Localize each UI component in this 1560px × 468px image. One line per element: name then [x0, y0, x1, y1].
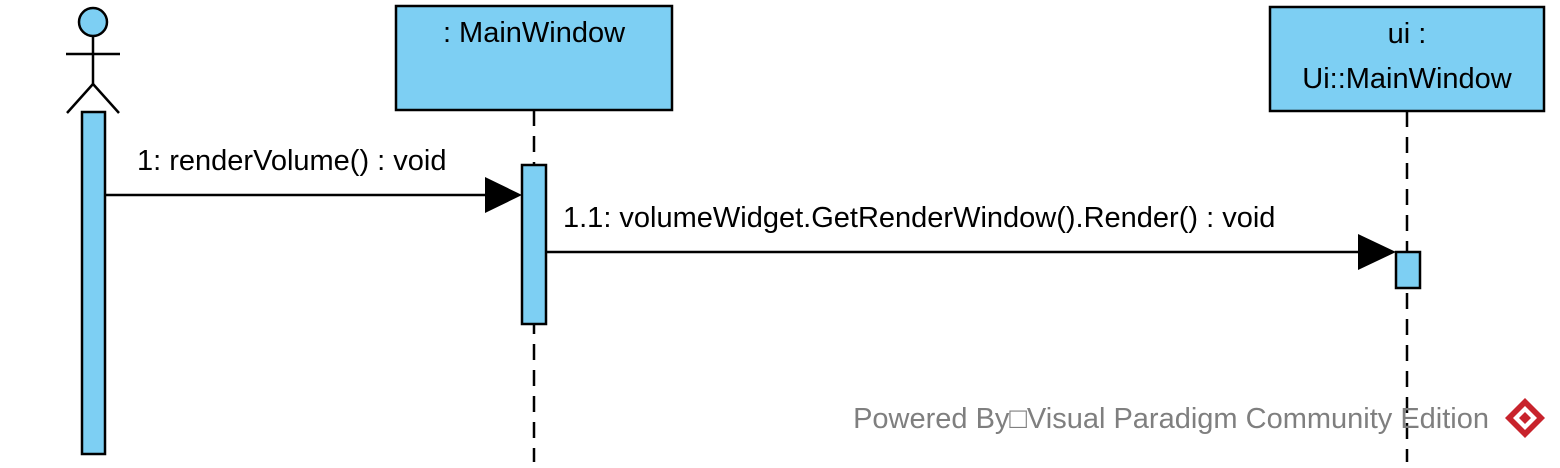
message-1-1-arrowhead	[1358, 234, 1396, 270]
message-1-label: 1: renderVolume() : void	[137, 145, 446, 177]
lifeline-main-window-label: : MainWindow	[443, 17, 626, 49]
lifeline-ui-main-window-label-line2: Ui::MainWindow	[1302, 63, 1513, 95]
activation-bar-main-window	[520, 163, 548, 326]
actor-right-leg	[92, 83, 120, 114]
lifeline-ui-main-window-label-line1: ui :	[1388, 18, 1427, 50]
message-1-1-label: 1.1: volumeWidget.GetRenderWindow().Rend…	[563, 202, 1275, 234]
activation-bar-ui-main-window	[1394, 250, 1422, 290]
message-1-1[interactable]: 1.1: volumeWidget.GetRenderWindow().Rend…	[546, 202, 1396, 270]
actor-activation-bar	[80, 110, 107, 456]
message-1[interactable]: 1: renderVolume() : void	[105, 145, 522, 213]
actor-left-leg	[66, 83, 94, 114]
visual-paradigm-logo-icon	[1505, 398, 1545, 438]
watermark-text: Powered By□Visual Paradigm Community Edi…	[853, 403, 1489, 435]
actor-head	[77, 6, 109, 38]
lifeline-head-main-window[interactable]	[394, 4, 674, 112]
message-1-arrowhead	[485, 177, 522, 213]
actor-figure	[66, 6, 120, 114]
